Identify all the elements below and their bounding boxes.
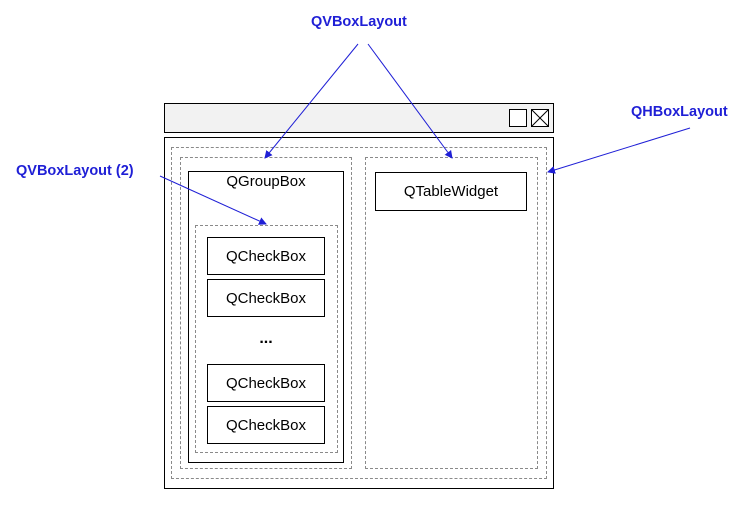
checkbox-1[interactable]: QCheckBox [207, 237, 325, 275]
groupbox-frame [188, 171, 344, 463]
label-qhboxlayout: QHBoxLayout [631, 104, 728, 120]
window-titlebar [164, 103, 554, 133]
maximize-icon [509, 109, 527, 127]
arrow-hbox [547, 127, 691, 174]
table-widget[interactable]: QTableWidget [375, 172, 527, 211]
label-qvboxlayout-2: QVBoxLayout (2) [16, 163, 134, 179]
arrow-vbox-inner [159, 175, 267, 225]
hbox-layout-frame [171, 147, 547, 479]
close-icon [531, 109, 549, 127]
arrow-vbox-left [264, 43, 359, 159]
vbox-layout-inner-frame [195, 225, 338, 453]
arrow-vbox-right [367, 43, 453, 159]
checkbox-3[interactable]: QCheckBox [207, 364, 325, 402]
label-qvboxlayout-top: QVBoxLayout [311, 14, 407, 30]
checkbox-2[interactable]: QCheckBox [207, 279, 325, 317]
checkbox-4[interactable]: QCheckBox [207, 406, 325, 444]
groupbox-title: QGroupBox [226, 173, 306, 190]
ellipsis: ... [259, 330, 273, 347]
